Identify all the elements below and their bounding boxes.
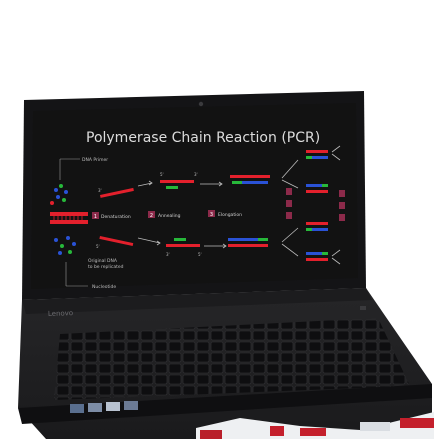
sticker <box>70 404 84 413</box>
screen <box>31 103 358 289</box>
svg-text:Annealing: Annealing <box>158 213 181 219</box>
branch-arrows <box>281 145 341 265</box>
svg-text:3': 3' <box>166 252 170 257</box>
cycle-markers <box>286 188 345 221</box>
svg-text:3': 3' <box>194 172 198 177</box>
label-original-dna-sub: to be replicated <box>88 264 124 270</box>
label-nucleotide: Nucleotide <box>92 284 116 290</box>
svg-text:Denaturation: Denaturation <box>101 214 131 220</box>
diagram-title: Polymerase Chain Reaction (PCR) <box>86 130 320 146</box>
step-annealing: 2 Annealing <box>148 211 181 219</box>
svg-text:5': 5' <box>198 252 202 257</box>
svg-text:Elongation: Elongation <box>218 212 242 218</box>
product-strands <box>306 150 328 261</box>
keyboard <box>54 318 410 400</box>
nucleotides <box>50 184 76 255</box>
front-edge <box>18 384 432 424</box>
elongated-strand-bottom <box>228 238 268 247</box>
sticker <box>106 402 120 411</box>
power-button[interactable] <box>360 306 366 310</box>
original-dna <box>50 212 88 224</box>
svg-text:1: 1 <box>94 214 97 220</box>
step-denaturation: 1 Denaturation <box>92 212 131 220</box>
brand-logo: Lenovo <box>48 309 73 318</box>
svg-text:2: 2 <box>150 213 153 219</box>
sticker <box>124 401 138 410</box>
elongated-strand-top <box>230 175 270 184</box>
webcam-icon <box>198 101 204 107</box>
svg-text:3': 3' <box>98 188 102 193</box>
label-dna-primer: DNA Primer <box>82 157 108 163</box>
label-original-dna: Original DNA <box>88 258 118 264</box>
denatured-strands: 3' 5' <box>96 187 134 249</box>
sticker <box>88 403 102 412</box>
svg-text:5': 5' <box>160 172 164 177</box>
pcr-diagram: Polymerase Chain Reaction (PCR) DNA Prim… <box>50 130 345 290</box>
svg-text:5': 5' <box>96 244 100 249</box>
annealed-strand-top: 5' 3' <box>160 172 198 189</box>
hinge <box>22 288 372 314</box>
step-elongation: 3 Elongation <box>208 210 242 218</box>
svg-text:3: 3 <box>210 212 213 218</box>
flow-arrows <box>137 180 227 249</box>
pipette <box>196 412 434 439</box>
annealed-strand-bottom: 3' 5' <box>166 238 202 257</box>
